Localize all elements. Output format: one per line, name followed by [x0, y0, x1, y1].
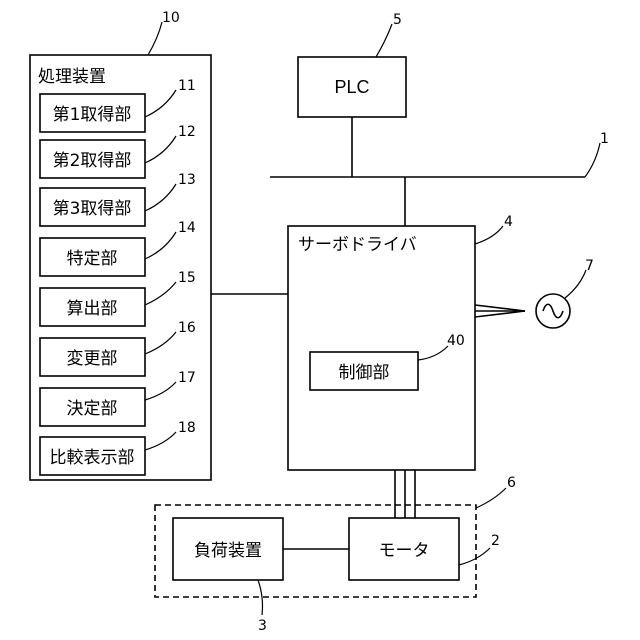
unit-5-label: 算出部: [67, 299, 118, 319]
motor-label: モータ: [379, 541, 430, 561]
power-connection: [475, 305, 525, 317]
plc-label: PLC: [334, 77, 369, 97]
processing-device-number: 10: [162, 10, 180, 26]
unit-3-number: 13: [178, 172, 196, 188]
motor-group-leader: [476, 488, 506, 508]
processing-device-title: 処理装置: [38, 67, 106, 87]
plc-number: 5: [393, 12, 402, 28]
motor-number: 2: [491, 533, 500, 549]
motor-leader: [459, 548, 490, 565]
unit-8-label: 比較表示部: [50, 448, 135, 468]
servo-driver-leader: [475, 226, 503, 244]
power-line-1: [475, 305, 525, 311]
unit-2-label: 第2取得部: [53, 151, 132, 171]
power-source-number: 7: [585, 258, 594, 274]
servo-driver-number: 4: [504, 214, 513, 230]
network-number: 1: [600, 131, 609, 147]
unit-2-number: 12: [178, 124, 196, 140]
control-unit-number: 40: [447, 333, 465, 349]
processing-device-leader: [148, 22, 162, 55]
unit-8-number: 18: [178, 420, 196, 436]
network-leader: [585, 143, 600, 177]
unit-6-label: 変更部: [67, 349, 118, 369]
unit-3-label: 第3取得部: [53, 199, 132, 219]
load-device-number: 3: [258, 618, 267, 634]
servo-driver-label: サーボドライバ: [298, 235, 417, 255]
control-unit-label: 制御部: [339, 363, 390, 383]
unit-4-label: 特定部: [67, 249, 118, 269]
unit-7-number: 17: [178, 370, 196, 386]
unit-6-number: 16: [178, 320, 196, 336]
unit-1-number: 11: [178, 78, 196, 94]
load-device-label: 負荷装置: [194, 541, 262, 561]
unit-1-label: 第1取得部: [53, 105, 132, 125]
unit-5-number: 15: [178, 270, 196, 286]
power-source-leader: [565, 270, 586, 298]
plc-leader: [376, 24, 392, 57]
unit-7-label: 決定部: [67, 399, 118, 419]
servo-motor-wires: [395, 470, 415, 518]
motor-group-number: 6: [507, 475, 516, 491]
power-line-3: [475, 311, 525, 317]
unit-4-number: 14: [178, 220, 196, 236]
